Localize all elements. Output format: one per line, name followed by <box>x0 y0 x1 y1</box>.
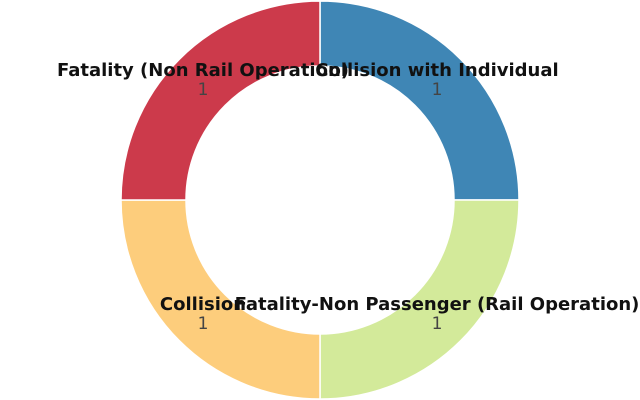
donut-slice[interactable] <box>120 0 321 201</box>
slice-value-label: 1 <box>198 80 209 100</box>
donut-slice[interactable] <box>120 199 321 400</box>
slice-label: Fatality-Non Passenger (Rail Operation) <box>235 294 640 315</box>
slices-group <box>120 0 520 400</box>
donut-slice[interactable] <box>319 199 520 400</box>
slice-label: Fatality (Non Rail Operation) <box>57 60 349 81</box>
slice-value-label: 1 <box>198 314 209 334</box>
slice-label: Collision <box>160 294 246 315</box>
donut-slice[interactable] <box>319 0 520 201</box>
slice-label: Collision with Individual <box>315 60 558 81</box>
slice-value-label: 1 <box>432 80 443 100</box>
slice-value-label: 1 <box>432 314 443 334</box>
